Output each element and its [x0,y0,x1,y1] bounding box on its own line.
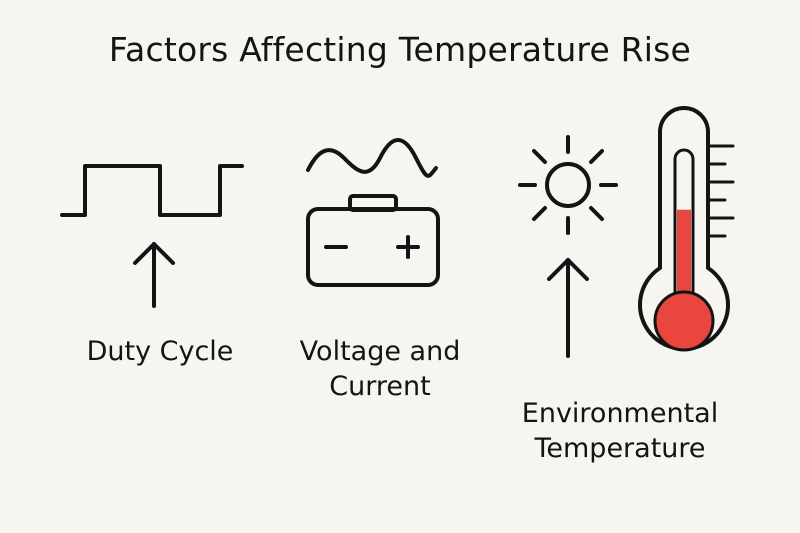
square-wave-icon [60,164,244,217]
factor-label-voltage-current: Voltage and Current [270,334,490,404]
thermometer-level [677,209,691,304]
battery-icon [306,194,440,287]
diagram-title: Factors Affecting Temperature Rise [108,30,692,69]
factor-label-line: Temperature [534,433,706,464]
up-arrow-icon [547,258,589,358]
factor-label-duty-cycle: Duty Cycle [40,334,280,369]
factor-label-line: Current [329,371,431,402]
factor-label-line: Voltage and [299,336,461,367]
up-arrow-icon [133,242,175,308]
factor-label-line: Duty Cycle [86,336,234,367]
thermometer-icon [638,106,735,352]
factor-label-line: Environmental [521,398,719,429]
thermometer-ticks [707,144,735,238]
sine-wave-icon [306,138,438,178]
factor-label-environmental-temperature: Environmental Temperature [480,396,760,466]
sun-icon [518,135,618,235]
